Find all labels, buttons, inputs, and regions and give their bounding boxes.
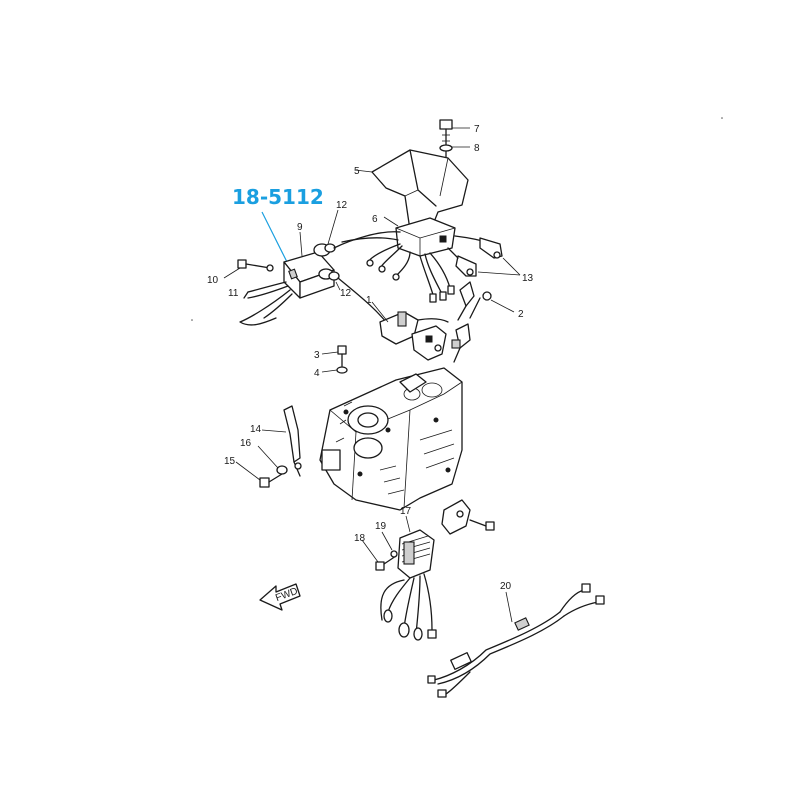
bracket-right (441, 499, 495, 535)
cdi-unit-6 (395, 217, 456, 257)
part-label-13: 13 (522, 273, 534, 284)
scan-dot (721, 117, 723, 119)
washer-8 (439, 144, 453, 152)
plug-boot-12-upper (313, 243, 336, 257)
part-label-11: 11 (228, 288, 239, 299)
part-label-15: 15 (224, 456, 236, 467)
spark-plug-upper (457, 281, 475, 321)
part-label-16: 16 (240, 438, 252, 449)
part-label-7: 7 (474, 124, 480, 135)
pulser-coil-1 (379, 311, 449, 361)
rectifier-leads (380, 573, 437, 641)
part-label-4: 4 (314, 368, 320, 379)
plug-cap-13-a (479, 237, 503, 259)
part-label-19: 19 (375, 521, 387, 532)
part-label-3: 3 (314, 350, 320, 361)
wire-harness-20 (427, 583, 605, 698)
washer-19 (390, 550, 398, 558)
part-label-2: 2 (518, 309, 524, 320)
part-label-12-upper: 12 (336, 200, 348, 211)
nut-2 (469, 291, 492, 319)
plug-boot-12-lower (318, 268, 340, 281)
cover-5 (371, 149, 469, 233)
lead-wire-11 (239, 281, 293, 326)
part-label-10: 10 (207, 275, 219, 286)
part-label-20: 20 (500, 581, 512, 592)
part-label-8: 8 (474, 143, 480, 154)
bolt-15 (259, 473, 283, 488)
bolt-3 (337, 345, 347, 367)
part-label-5: 5 (354, 166, 360, 177)
callout-group: 18-5112 (232, 185, 324, 269)
spark-plug-lower (451, 323, 471, 363)
bolt-10 (237, 259, 274, 272)
wiring-harness-cdi (341, 235, 491, 303)
part-label-9: 9 (297, 222, 303, 233)
engine-block (319, 367, 463, 511)
part-label-6: 6 (372, 214, 378, 225)
plug-cap-13-b (455, 255, 477, 277)
part-label-14: 14 (250, 424, 262, 435)
part-labels: 7 8 5 12 6 9 13 10 11 12 1 2 3 4 14 16 1… (207, 124, 534, 592)
washer-4 (336, 366, 348, 374)
scan-dot (191, 319, 193, 321)
bolt-18 (375, 555, 397, 571)
rectifier-17 (397, 529, 435, 579)
callout-leader-line (261, 211, 291, 269)
callout-part-number: 18-5112 (232, 185, 324, 209)
fwd-direction-arrow: FWD (259, 583, 301, 611)
part-label-18: 18 (354, 533, 366, 544)
washer-16 (276, 465, 288, 475)
part-label-1: 1 (366, 295, 372, 306)
part-label-17: 17 (400, 506, 412, 517)
bracket-14 (283, 405, 302, 477)
part-label-12-lower: 12 (340, 288, 352, 299)
